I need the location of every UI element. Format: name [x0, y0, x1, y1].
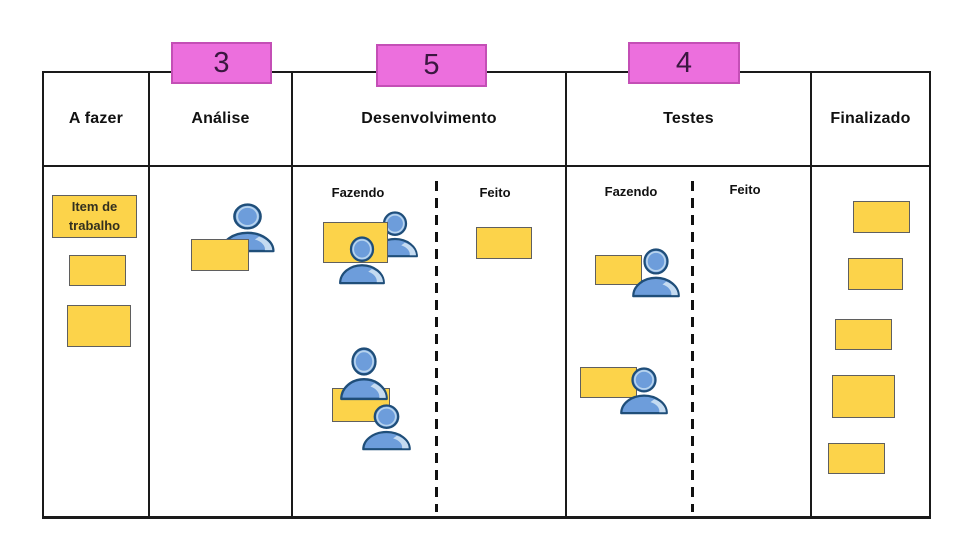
person-icon: [630, 248, 682, 298]
work-item-card: [476, 227, 532, 259]
column-header-a-fazer: A fazer: [44, 73, 148, 167]
column-a-fazer: A fazer: [44, 73, 150, 516]
kanban-board: A fazer Análise Desenvolvimento Testes F…: [42, 71, 931, 519]
wip-limit-value: 3: [213, 46, 230, 79]
column-testes: Testes: [567, 73, 812, 516]
sublane-label-feito: Feito: [479, 185, 511, 200]
column-analise: Análise: [150, 73, 293, 516]
sublane-divider-desenvolvimento: [435, 181, 438, 512]
column-title: Desenvolvimento: [361, 110, 497, 127]
work-item-card: [580, 367, 637, 398]
work-item-card: [828, 443, 885, 474]
wip-limit-badge-analise: 3: [171, 42, 272, 84]
work-item-card: [835, 319, 892, 350]
work-item-card: [67, 305, 131, 347]
column-header-testes: Testes: [567, 73, 810, 167]
work-item-card: [595, 255, 642, 285]
column-header-analise: Análise: [150, 73, 291, 167]
column-header-desenvolvimento: Desenvolvimento: [293, 73, 565, 167]
wip-limit-value: 5: [423, 49, 440, 81]
column-finalizado: Finalizado: [812, 73, 929, 516]
wip-limit-badge-testes: 4: [628, 42, 740, 84]
column-header-finalizado: Finalizado: [812, 73, 929, 167]
work-item-card: [853, 201, 910, 233]
work-item-card: Item de trabalho: [52, 195, 137, 238]
column-title: Análise: [191, 110, 250, 127]
person-icon: [338, 347, 390, 401]
sublane-label-feito: Feito: [729, 182, 761, 197]
wip-limit-value: 4: [675, 46, 693, 79]
work-item-card: [69, 255, 126, 286]
column-title: Testes: [663, 110, 714, 127]
work-item-card: [832, 375, 895, 418]
column-title: Finalizado: [830, 110, 911, 127]
person-icon: [618, 367, 670, 415]
column-title: A fazer: [68, 110, 124, 127]
sublane-label-fazendo: Fazendo: [331, 185, 385, 200]
sublane-label-fazendo: Fazendo: [604, 184, 658, 199]
work-item-card: [191, 239, 249, 271]
person-icon: [360, 404, 413, 451]
person-icon: [337, 236, 387, 285]
work-item-card: [848, 258, 903, 290]
wip-limit-badge-desenvolvimento: 5: [376, 44, 487, 87]
sublane-divider-testes: [691, 181, 694, 512]
column-desenvolvimento: Desenvolvimento: [293, 73, 567, 516]
work-item-card-label: Item de trabalho: [68, 199, 121, 233]
